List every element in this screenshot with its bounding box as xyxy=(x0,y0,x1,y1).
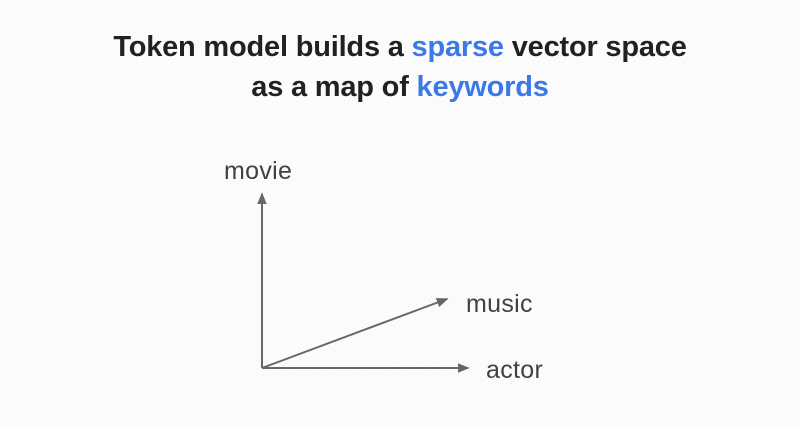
axis-label-actor: actor xyxy=(486,356,544,384)
title-highlight-keywords: keywords xyxy=(416,71,549,103)
title-line-2: as a map of keywords xyxy=(0,67,800,107)
title-segment: Token model builds a xyxy=(113,31,412,63)
title-highlight-sparse: sparse xyxy=(411,31,505,63)
page-title: Token model builds a sparse vector space… xyxy=(0,27,800,107)
title-segment: vector space xyxy=(503,31,687,63)
axis-label-movie: movie xyxy=(224,157,293,185)
title-line-1: Token model builds a sparse vector space xyxy=(0,27,800,67)
title-segment: as a map of xyxy=(251,71,417,103)
diagonal-axis-arrow-music xyxy=(261,298,449,369)
axis-label-music: music xyxy=(466,290,533,318)
